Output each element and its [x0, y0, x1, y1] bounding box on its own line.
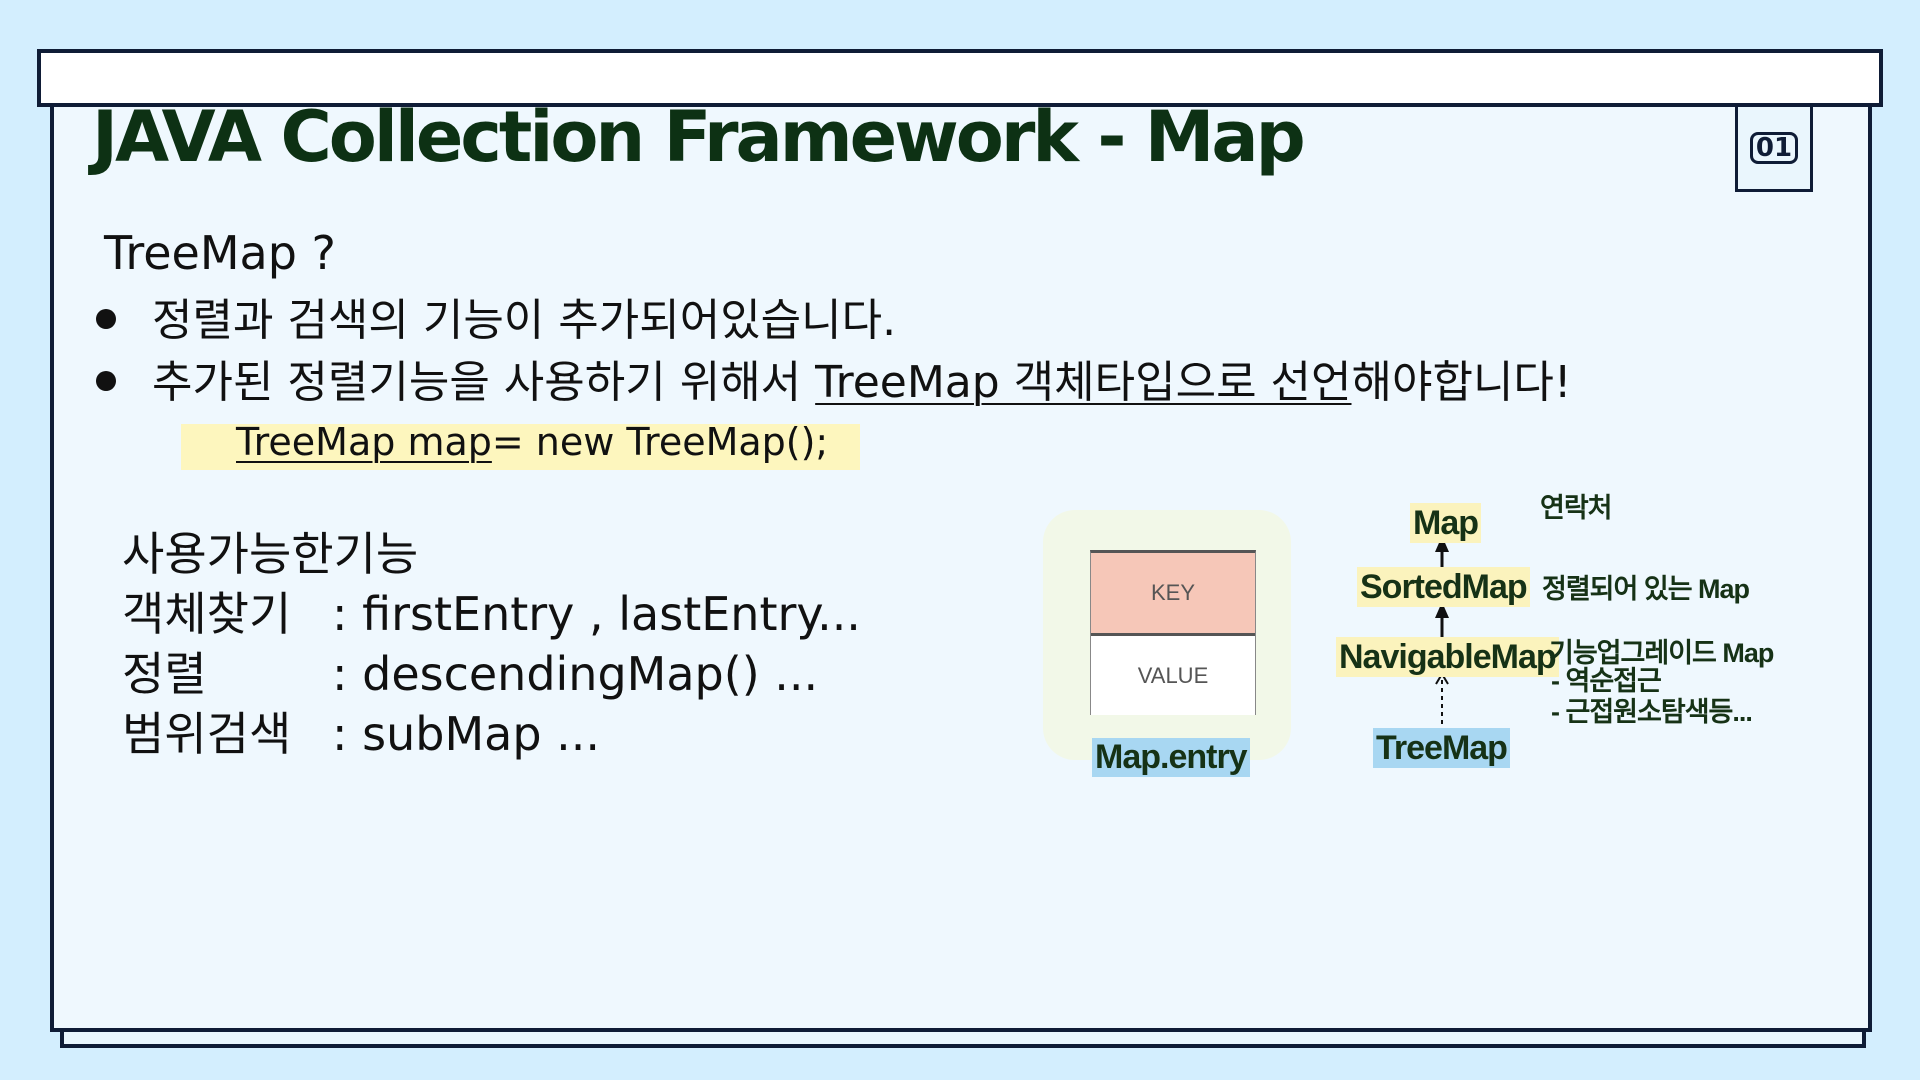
- feature-value: : firstEntry , lastEntry...: [332, 587, 861, 641]
- bullet-text-start: 추가된 정렬기능을 사용하기 위해서: [152, 357, 816, 408]
- feature-row: 범위검색 : subMap ...: [122, 698, 600, 764]
- code-assignment: = new TreeMap();: [491, 420, 829, 464]
- page-title: JAVA Collection Framework - Map: [92, 96, 1306, 178]
- note-navigable-sub2: - 근접원소탐색등...: [1551, 697, 1753, 727]
- code-line: TreeMap map= new TreeMap();: [236, 420, 828, 464]
- feature-row: 정렬 : descendingMap() ...: [122, 638, 818, 704]
- entry-caption: Map.entry: [1092, 738, 1250, 777]
- bullet-text-underlined: TreeMap 객체타입으로 선언: [815, 357, 1352, 408]
- page-number: 01: [1749, 132, 1799, 164]
- feature-value: : descendingMap() ...: [332, 647, 819, 701]
- slide-board: [50, 100, 1872, 1032]
- node-sortedmap: SortedMap: [1357, 567, 1530, 607]
- bullet-text: 정렬과 검색의 기능이 추가되어있습니다.: [152, 295, 897, 346]
- code-declaration: TreeMap map: [236, 420, 492, 464]
- feature-label: 범위검색: [122, 707, 292, 761]
- section-heading: TreeMap ?: [104, 226, 336, 280]
- slide-top-bar: [37, 49, 1883, 107]
- feature-value: : subMap ...: [332, 707, 601, 761]
- entry-diagram: KEY VALUE: [1090, 550, 1256, 715]
- note-sortedmap: 정렬되어 있는 Map: [1542, 574, 1750, 604]
- bullet-item: 추가된 정렬기능을 사용하기 위해서 TreeMap 객체타입으로 선언해야합니…: [96, 346, 1572, 410]
- code-highlight: [181, 424, 860, 470]
- note-map: 연락처: [1540, 493, 1613, 523]
- feature-label: 객체찾기: [122, 587, 292, 641]
- entry-key-cell: KEY: [1091, 553, 1255, 636]
- page-number-badge: 01: [1735, 104, 1813, 192]
- features-title: 사용가능한기능: [122, 527, 419, 581]
- bullet-dot: [96, 309, 116, 329]
- entry-value-cell: VALUE: [1091, 636, 1255, 715]
- feature-row: 객체찾기 : firstEntry , lastEntry...: [122, 578, 861, 644]
- bullet-dot: [96, 371, 116, 391]
- note-navigable-sub1: - 역순접근: [1551, 666, 1662, 696]
- bullet-item: 정렬과 검색의 기능이 추가되어있습니다.: [96, 284, 896, 348]
- node-map: Map: [1410, 503, 1481, 543]
- node-treemap: TreeMap: [1373, 728, 1510, 768]
- node-navigablemap: NavigableMap: [1336, 637, 1559, 677]
- note-navigablemap: 기능업그레이드 Map: [1549, 638, 1774, 668]
- bullet-text-end: 해야합니다!: [1351, 357, 1572, 408]
- feature-label: 정렬: [122, 647, 207, 701]
